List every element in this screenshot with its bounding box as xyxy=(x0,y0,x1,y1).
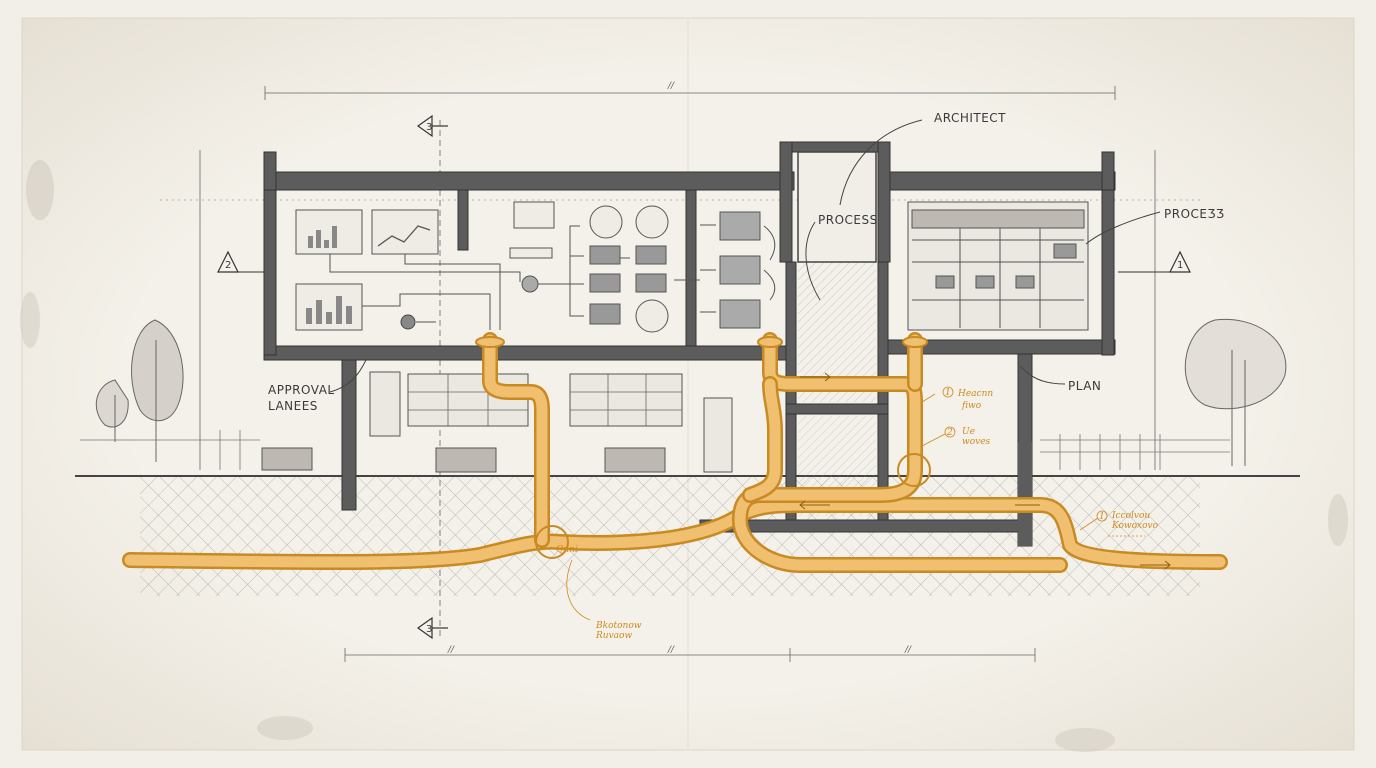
decision-node xyxy=(521,275,539,293)
annotation-leaders xyxy=(566,393,1099,621)
workflow-group xyxy=(509,201,669,333)
core-top-room xyxy=(797,151,877,263)
smudge xyxy=(1055,728,1115,752)
tree-left xyxy=(95,319,184,462)
level-marker-right: 1 xyxy=(1118,250,1191,273)
fence-right xyxy=(1040,434,1230,470)
folder xyxy=(719,299,761,329)
window-panel xyxy=(407,373,529,427)
level-marker-left: 2 xyxy=(217,250,268,273)
folder xyxy=(635,245,667,265)
annotation-1-line2: fiwo xyxy=(961,401,982,411)
wall-display xyxy=(369,371,401,437)
annotation-3-line2: Kowoxovo xyxy=(1111,521,1159,531)
stamp-icon xyxy=(589,205,623,239)
annotation-2-line2: woves xyxy=(962,437,991,447)
approved-stamp-icon xyxy=(635,299,669,333)
annotation-3-num: 1 xyxy=(1099,512,1105,522)
folder-stack xyxy=(719,211,761,329)
smudge xyxy=(257,716,313,740)
trend-chart-panel xyxy=(371,209,439,255)
folder xyxy=(589,245,621,265)
approved-stamp-icon xyxy=(635,205,669,239)
connector-lines-folders xyxy=(700,224,776,313)
annotation-2-line1: Ue xyxy=(962,427,975,437)
gauge-dot xyxy=(400,314,416,330)
window-grid xyxy=(408,374,682,426)
annotation-4-line2: Ruvaow xyxy=(595,631,632,641)
annotation-2: 2 Ue woves xyxy=(944,426,991,447)
folder xyxy=(589,273,621,293)
tree-right xyxy=(1184,318,1287,466)
folder xyxy=(719,255,761,285)
annotation-5-line1: Qnni xyxy=(556,545,578,555)
trend-line xyxy=(377,225,431,247)
smudge xyxy=(20,292,40,348)
folder xyxy=(719,211,761,241)
building-walls xyxy=(263,141,1116,547)
section-marker-bottom-label: 3 xyxy=(426,624,432,635)
connector-lines-left xyxy=(329,254,521,330)
annotation-4: Bkotonow Ruvaow xyxy=(595,621,642,641)
annotation-1-line1: Heacnn xyxy=(957,389,993,399)
annotation-5: Qnni xyxy=(556,545,578,555)
section-marker-top-label: 3 xyxy=(426,122,432,133)
label-process: PROCESS xyxy=(818,213,878,227)
folder xyxy=(635,273,667,293)
dimension-mark-bottom-mid: ∕∕ xyxy=(667,645,675,655)
window-panel xyxy=(569,373,683,427)
smudge xyxy=(26,160,54,220)
level-marker-left-label: 2 xyxy=(225,260,231,271)
task-bar xyxy=(509,247,553,259)
annotation-3-line1: Iccolvou xyxy=(1111,511,1150,521)
annex-wall xyxy=(1018,442,1032,546)
dimension-mark-bottom-left: ∕∕ xyxy=(447,645,455,655)
dimension-mark-top: ∕∕ xyxy=(667,81,675,91)
desk xyxy=(261,447,313,471)
annotation-1: 1 Heacnn fiwo xyxy=(942,386,993,411)
section-marker-top: 3 xyxy=(416,114,448,138)
table xyxy=(604,447,666,473)
leader-lines xyxy=(329,119,1161,393)
pipe-arrows xyxy=(799,372,1171,570)
annotation-1-num: 1 xyxy=(945,388,951,398)
form-card xyxy=(513,201,555,229)
smudge xyxy=(1328,494,1348,546)
cabinet xyxy=(703,397,733,473)
annotation-3: 1 Iccolvou Kowoxovo xyxy=(1096,510,1159,537)
fence-left xyxy=(80,430,260,470)
section-marker-bottom: 3 xyxy=(416,616,448,640)
annotation-4-line1: Bkotonow xyxy=(595,621,642,631)
lower-floor-furniture xyxy=(261,371,733,473)
label-process-right: PROCEƷƷ xyxy=(1164,207,1224,221)
annotation-2-num: 2 xyxy=(946,428,953,438)
connector-lines-mid xyxy=(538,225,700,317)
label-approval: APPROVAL xyxy=(268,383,335,397)
table xyxy=(435,447,497,473)
kanban-board xyxy=(907,201,1089,331)
mini-bars xyxy=(306,226,352,324)
pipe-network xyxy=(122,332,1228,573)
level-marker-right-label: 1 xyxy=(1177,260,1183,271)
label-lanes: LANEES xyxy=(268,399,318,413)
folder xyxy=(589,303,621,325)
pipe-fittings xyxy=(475,336,931,559)
label-plan: PLAN xyxy=(1068,379,1101,393)
dimension-mark-bottom-right: ∕∕ xyxy=(904,645,912,655)
label-architect: ARCHITECT xyxy=(934,111,1006,125)
